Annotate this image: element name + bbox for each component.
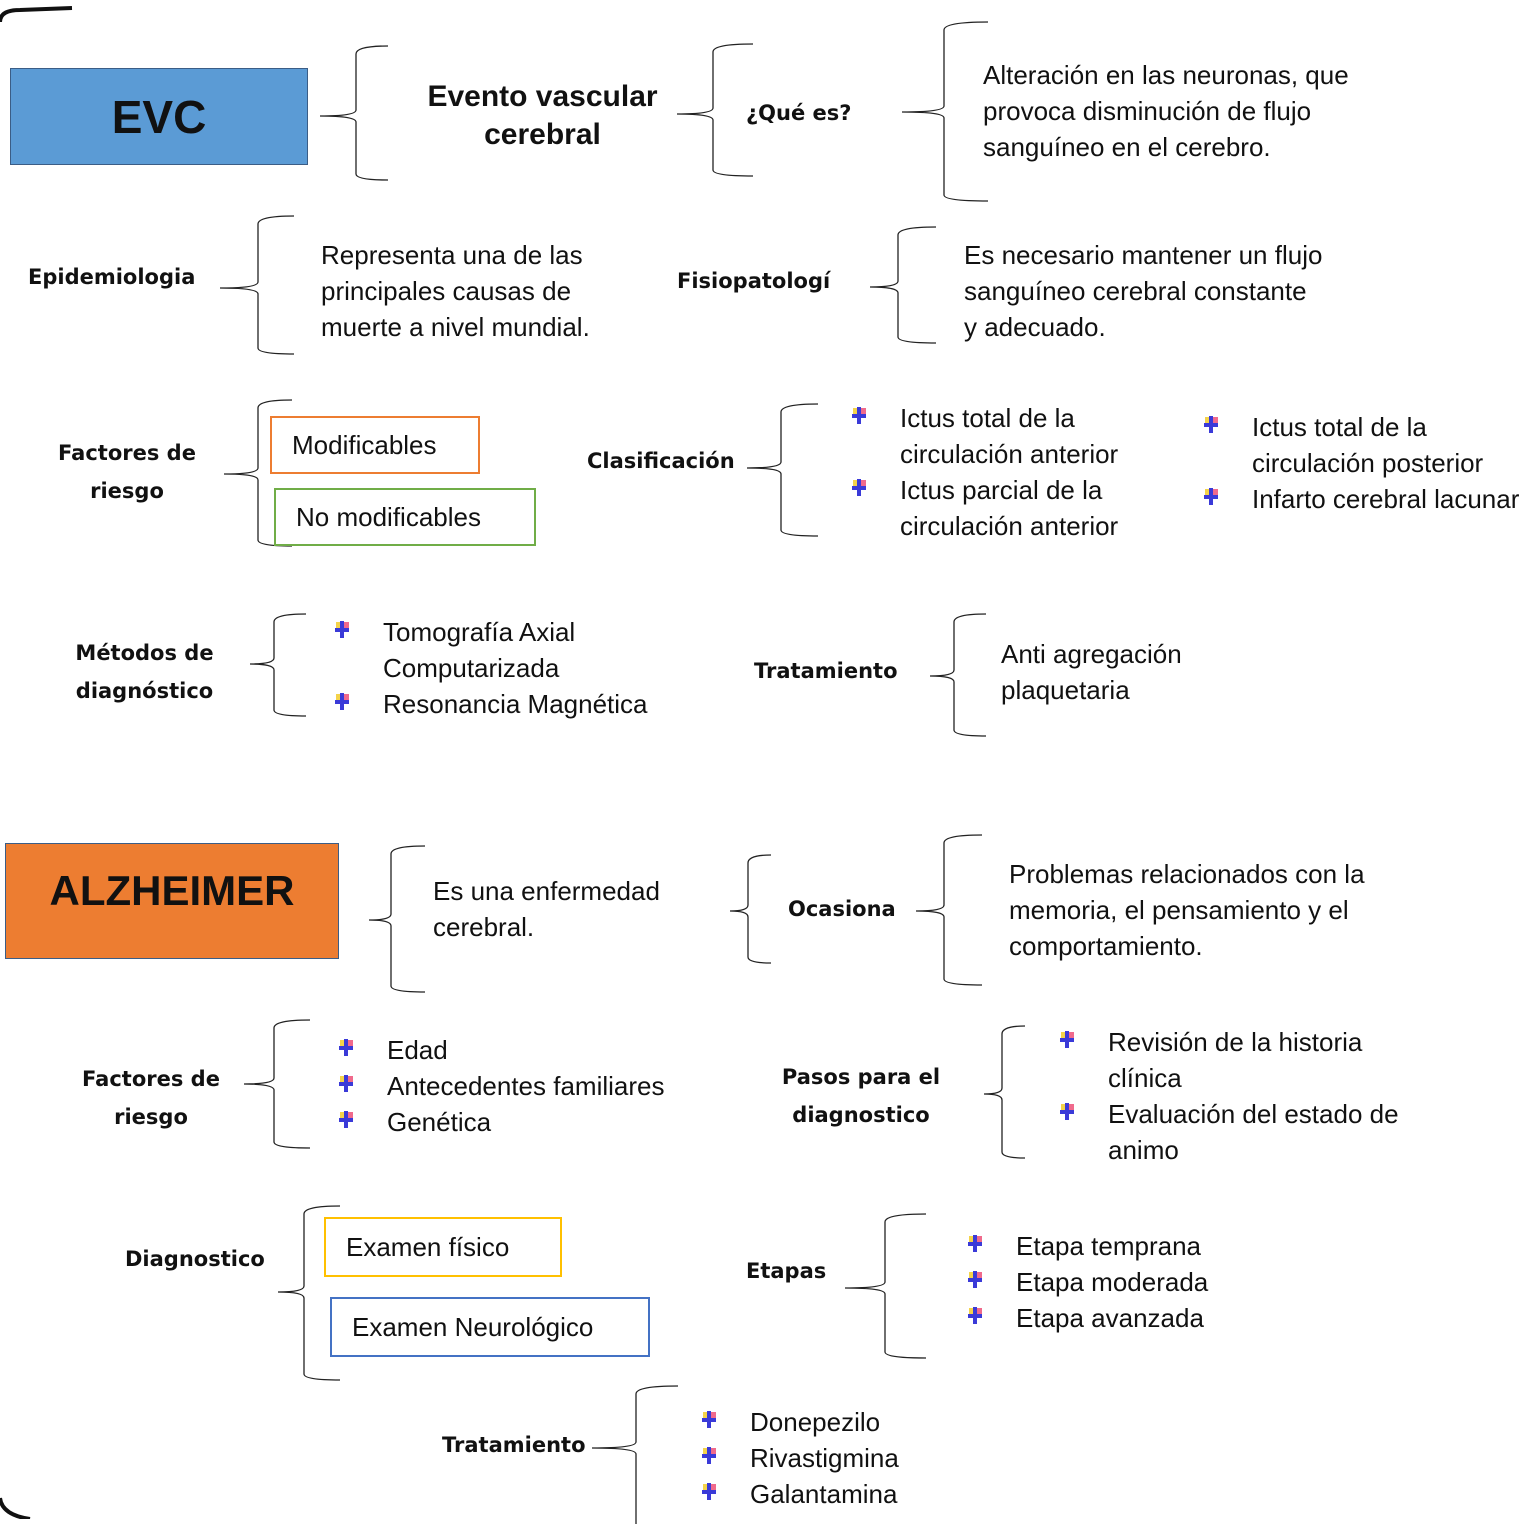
bullet-icon xyxy=(850,478,868,496)
list-item: Rivastigmina xyxy=(700,1440,1000,1476)
bullet-icon xyxy=(700,1446,718,1464)
modificables-box: Modificables xyxy=(270,416,480,474)
list-item: Revisión de la historia clínica xyxy=(1058,1024,1418,1096)
no-modificables-box: No modificables xyxy=(274,488,536,546)
bullet-icon xyxy=(966,1270,984,1288)
list-item: Donepezilo xyxy=(700,1404,1000,1440)
brace xyxy=(249,613,307,717)
examen-neurologico-label: Examen Neurológico xyxy=(352,1311,594,1342)
list-item: Etapa avanzada xyxy=(966,1300,1286,1336)
list-item: Edad xyxy=(337,1032,717,1068)
list-item: Antecedentes familiares xyxy=(337,1068,717,1104)
pasos-diagnostico-label: Pasos para el diagnostico xyxy=(781,1065,941,1127)
alzheimer-title-box: ALZHEIMER xyxy=(5,843,339,959)
list-item: Ictus total de la circulación posterior xyxy=(1202,409,1531,481)
list-item: Genética xyxy=(337,1104,717,1140)
que-es-text: Alteración en las neuronas, que provoca … xyxy=(983,60,1349,162)
examen-fisico-label: Examen físico xyxy=(346,1231,510,1262)
brace xyxy=(277,1205,341,1381)
clasificacion-list-1: Ictus total de la circulación anterior I… xyxy=(850,400,1170,544)
pasos-list: Revisión de la historia clínica Evaluaci… xyxy=(1058,1024,1418,1168)
brace xyxy=(869,226,937,344)
brace xyxy=(901,21,989,202)
list-item: Etapa temprana xyxy=(966,1228,1286,1264)
etapas-label: Etapas xyxy=(746,1259,827,1283)
alz-tratamiento-list: Donepezilo Rivastigmina Galantamina xyxy=(700,1404,1000,1512)
bullet-icon xyxy=(1058,1030,1076,1048)
fisiopatologia-text: Es necesario mantener un flujo sanguíneo… xyxy=(964,240,1323,342)
list-item: Ictus parcial de la circulación anterior xyxy=(850,472,1170,544)
list-item: Infarto cerebral lacunar xyxy=(1202,481,1531,517)
brace xyxy=(729,854,772,964)
ocasiona-label: Ocasiona xyxy=(788,897,896,921)
list-item: Evaluación del estado de animo xyxy=(1058,1096,1418,1168)
bullet-icon xyxy=(1202,487,1220,505)
bullet-icon xyxy=(700,1410,718,1428)
fisiopatologia-label: Fisiopatologí xyxy=(677,269,831,293)
alz-factores-list: Edad Antecedentes familiares Genética xyxy=(337,1032,717,1140)
bullet-icon xyxy=(337,1038,355,1056)
list-item: Tomografía Axial Computarizada xyxy=(333,614,693,686)
brace xyxy=(591,1385,679,1524)
bullet-icon xyxy=(337,1110,355,1128)
evc-title: EVC xyxy=(111,90,207,143)
bullet-icon xyxy=(966,1306,984,1324)
list-item: Galantamina xyxy=(700,1476,1000,1512)
tratamiento-label: Tratamiento xyxy=(754,659,898,683)
evc-name: Evento vascular cerebral xyxy=(427,80,658,151)
clasificacion-list-2: Ictus total de la circulación posterior … xyxy=(1202,409,1531,517)
brace xyxy=(223,399,293,547)
metodos-list: Tomografía Axial Computarizada Resonanci… xyxy=(333,614,693,722)
examen-fisico-box: Examen físico xyxy=(324,1217,562,1277)
brace xyxy=(219,215,295,355)
alzheimer-title: ALZHEIMER xyxy=(49,867,295,914)
brace xyxy=(915,834,983,986)
bullet-icon xyxy=(966,1234,984,1252)
brace xyxy=(929,613,987,737)
brace xyxy=(844,1213,927,1359)
clasificacion-label: Clasificación xyxy=(587,449,735,473)
brace xyxy=(746,403,819,537)
factores-riesgo-label: Factores de riesgo xyxy=(82,1067,220,1129)
brace xyxy=(319,45,389,181)
tratamiento-text: Anti agregación plaquetaria xyxy=(1001,639,1182,705)
que-es-label: ¿Qué es? xyxy=(746,101,852,125)
bullet-icon xyxy=(1058,1102,1076,1120)
ocasiona-text: Problemas relacionados con la memoria, e… xyxy=(1009,859,1365,961)
list-item: Etapa moderada xyxy=(966,1264,1286,1300)
brace xyxy=(676,43,754,177)
brace xyxy=(983,1025,1026,1159)
tratamiento-label: Tratamiento xyxy=(442,1433,586,1457)
list-item: Ictus total de la circulación anterior xyxy=(850,400,1170,472)
bullet-icon xyxy=(1202,415,1220,433)
brace xyxy=(243,1019,311,1149)
bullet-icon xyxy=(333,620,351,638)
diagnostico-label: Diagnostico xyxy=(125,1247,265,1271)
factores-riesgo-label: Factores de riesgo xyxy=(58,441,196,503)
epidemiologia-label: Epidemiologia xyxy=(28,265,196,289)
metodos-diagnostico-label: Métodos de diagnóstico xyxy=(75,641,214,703)
etapas-list: Etapa temprana Etapa moderada Etapa avan… xyxy=(966,1228,1286,1336)
brace xyxy=(368,845,426,993)
bullet-icon xyxy=(337,1074,355,1092)
alzheimer-definicion: Es una enfermedad cerebral. xyxy=(433,876,660,942)
no-modificables-label: No modificables xyxy=(296,501,481,532)
examen-neurologico-box: Examen Neurológico xyxy=(330,1297,650,1357)
epidemiologia-text: Representa una de las principales causas… xyxy=(321,240,590,342)
list-item: Resonancia Magnética xyxy=(333,686,693,722)
evc-title-box: EVC xyxy=(10,68,308,165)
modificables-label: Modificables xyxy=(292,429,437,460)
bullet-icon xyxy=(850,406,868,424)
bullet-icon xyxy=(333,692,351,710)
bullet-icon xyxy=(700,1482,718,1500)
